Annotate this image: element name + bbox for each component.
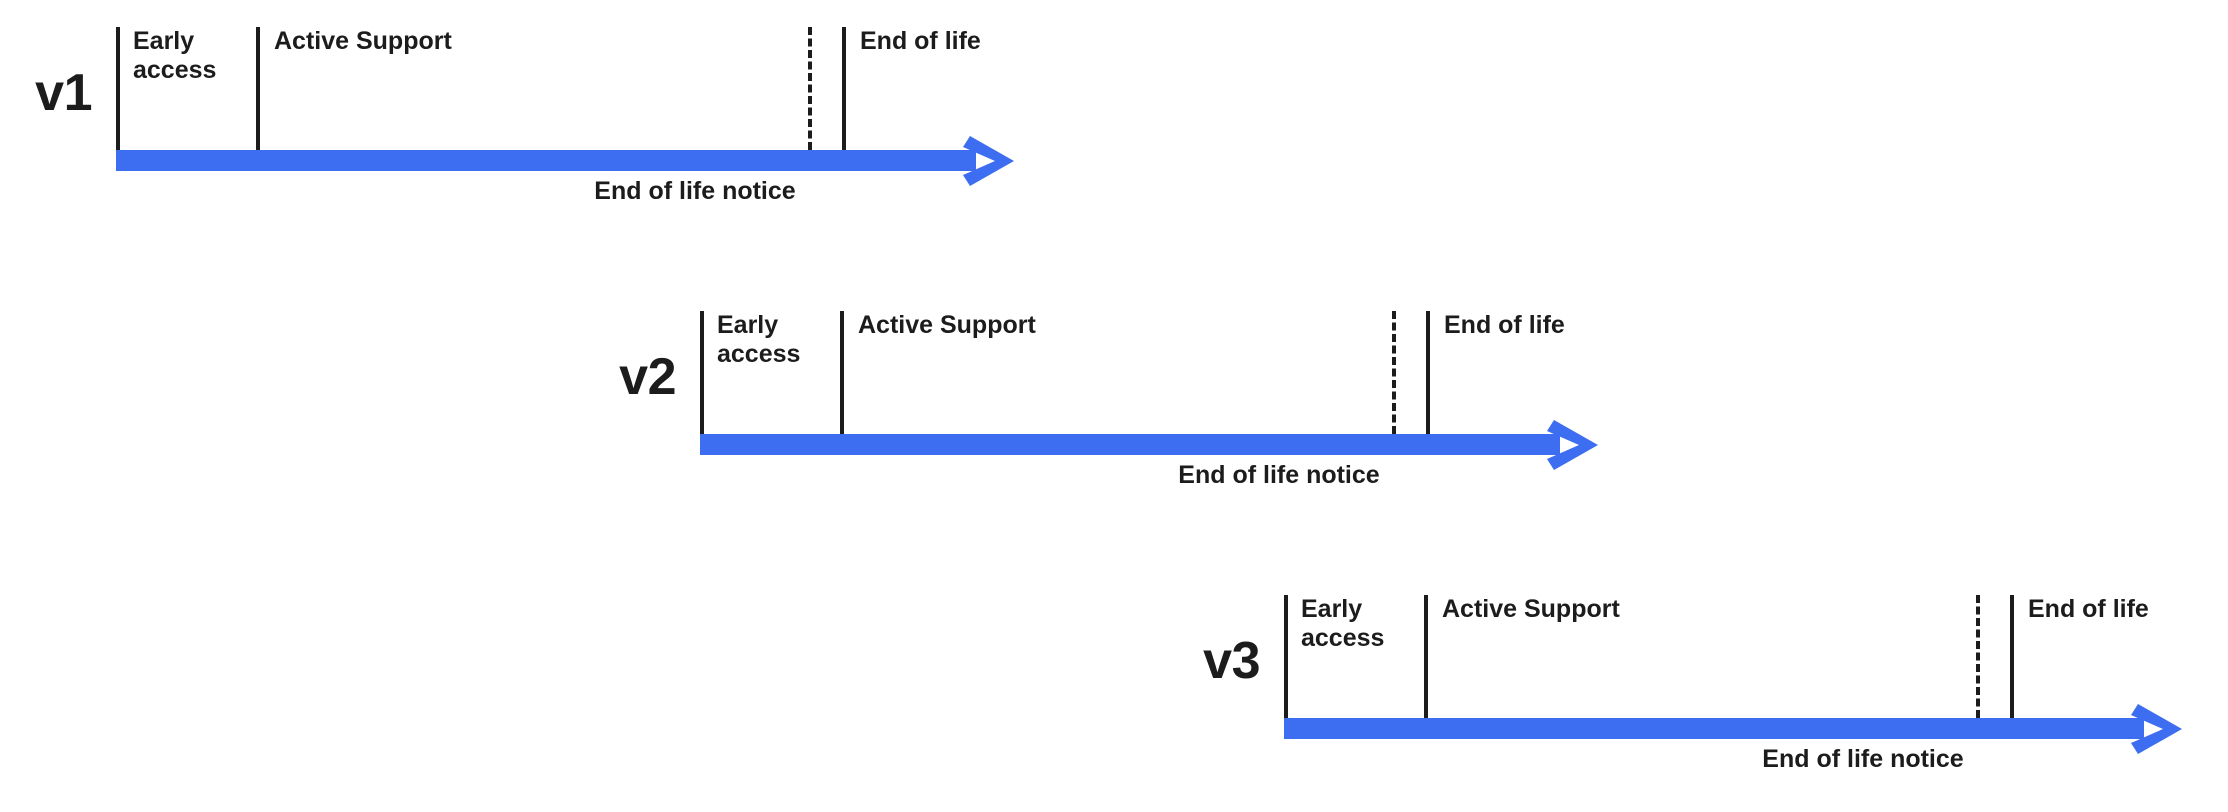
- lifecycle-arrowhead-v2: [1547, 420, 1598, 470]
- phase-label-end-of-life-v1: End of life: [860, 27, 981, 55]
- phase-label-early-access-v1: Early access: [133, 27, 217, 84]
- phase-divider-active-eol-v3: [2010, 595, 2014, 718]
- end-of-life-notice-marker-v2: [1392, 311, 1396, 434]
- phase-divider-start-v2: [700, 311, 704, 434]
- notice-label-v1: End of life notice: [594, 177, 796, 205]
- phase-label-active-support-v3: Active Support: [1442, 595, 1620, 623]
- timeline-v2: v2 Early access Active Support End of li…: [584, 306, 1644, 506]
- phase-divider-early-active-v2: [840, 311, 844, 434]
- version-label-v3: v3: [1203, 632, 1260, 690]
- phase-label-end-of-life-v2: End of life: [1444, 311, 1565, 339]
- phase-label-active-support-v2: Active Support: [858, 311, 1036, 339]
- phase-label-end-of-life-v3: End of life: [2028, 595, 2149, 623]
- version-label-v2: v2: [619, 348, 676, 406]
- phase-label-active-support-v1: Active Support: [274, 27, 452, 55]
- phase-divider-early-active-v3: [1424, 595, 1428, 718]
- phase-divider-active-eol-v1: [842, 27, 846, 150]
- end-of-life-notice-marker-v3: [1976, 595, 1980, 718]
- phase-divider-early-active-v1: [256, 27, 260, 150]
- timeline-v3: v3 Early access Active Support End of li…: [1168, 590, 2228, 790]
- lifecycle-bar-v1: [116, 150, 976, 171]
- lifecycle-arrowhead-v1: [963, 136, 1014, 186]
- phase-divider-start-v1: [116, 27, 120, 150]
- lifecycle-bar-v2: [700, 434, 1560, 455]
- lifecycle-bar-v3: [1284, 718, 2144, 739]
- timeline-v1: v1 Early access Active Support End of li…: [0, 22, 1060, 222]
- version-label-v1: v1: [35, 64, 92, 122]
- phase-label-early-access-v2: Early access: [717, 311, 801, 368]
- notice-label-v3: End of life notice: [1762, 745, 1964, 773]
- phase-divider-active-eol-v2: [1426, 311, 1430, 434]
- end-of-life-notice-marker-v1: [808, 27, 812, 150]
- notice-label-v2: End of life notice: [1178, 461, 1380, 489]
- lifecycle-arrowhead-v3: [2131, 704, 2182, 754]
- phase-divider-start-v3: [1284, 595, 1288, 718]
- phase-label-early-access-v3: Early access: [1301, 595, 1385, 652]
